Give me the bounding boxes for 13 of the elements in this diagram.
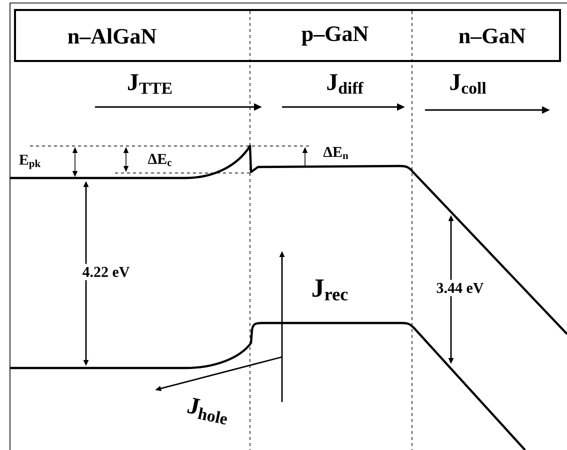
energy-label: 3.44 eV (433, 280, 487, 296)
current-label: J$_{TTE}$ (128, 74, 172, 94)
current-label: J$_{diff}$ (327, 74, 364, 94)
region-label: n–AlGaN (68, 28, 156, 44)
energy-label: E$_{pk}$ (19, 154, 41, 170)
current-label: J$_{hole}$ (187, 398, 227, 424)
current-label: J$_{rec}$ (312, 280, 348, 300)
energy-label: ΔE$_{n}$ (323, 146, 348, 160)
region-label: p–GaN (302, 26, 368, 46)
region-label: n–GaN (458, 28, 526, 44)
energy-label: ΔE$_{c}$ (148, 154, 172, 166)
energy-label: 4.22 eV (79, 264, 133, 280)
current-label: J$_{coll}$ (450, 74, 486, 94)
